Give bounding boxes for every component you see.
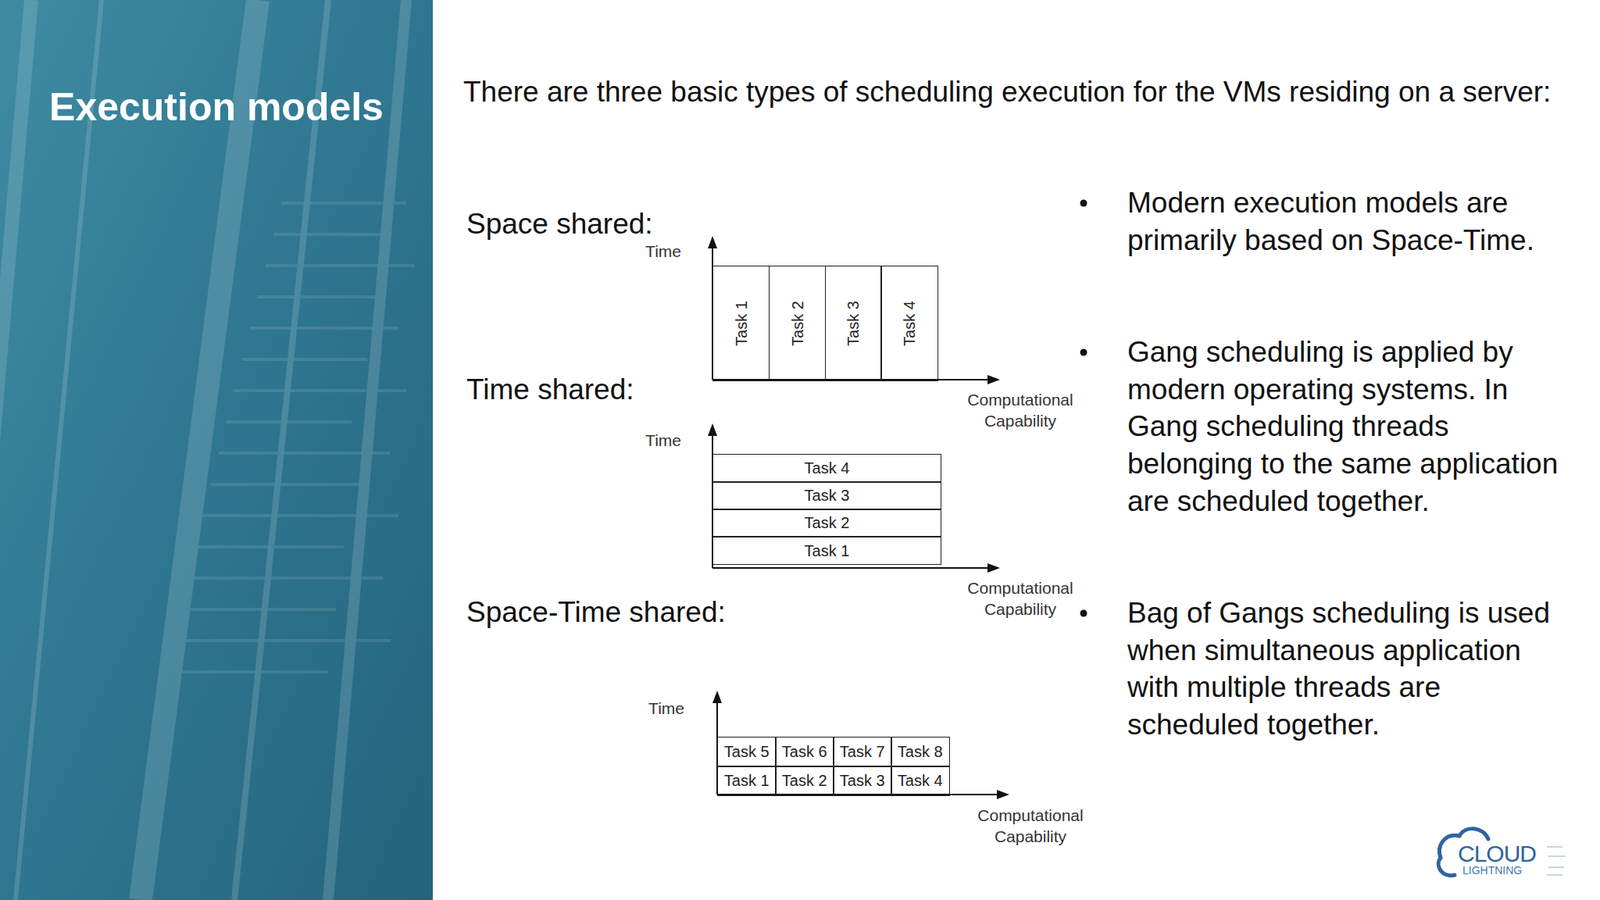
section-label: Space shared:: [466, 205, 654, 243]
task-cell: Task 3: [712, 481, 942, 511]
section-label: Space-Time shared:: [466, 593, 726, 631]
axes: [707, 235, 1010, 800]
logo-subtext: LIGHTNING: [1462, 864, 1522, 877]
task-label: Task 1: [733, 300, 750, 347]
bullet-text: Bag of Gangs scheduling is used when sim…: [1127, 594, 1561, 744]
section-label: Time shared:: [466, 371, 635, 408]
task-cell: Task 1: [717, 765, 777, 797]
task-label: Task 4: [804, 460, 850, 476]
task-label: Task 6: [782, 743, 828, 760]
task-cell: Task 1: [712, 265, 770, 382]
task-label: Task 3: [845, 300, 861, 347]
side-panel: [0, 0, 433, 900]
task-cell: Task 5: [717, 736, 777, 768]
axis-label: Time: [617, 429, 682, 451]
task-label: Task 8: [897, 743, 943, 760]
task-cell: Task 2: [775, 765, 835, 797]
logo-text: CLOUD: [1457, 840, 1536, 868]
task-cell: Task 8: [890, 736, 950, 768]
bullet-text: Modern execution models are primarily ba…: [1127, 184, 1561, 259]
logo-lines: [1546, 846, 1566, 875]
task-label: Task 2: [789, 300, 805, 347]
task-cell: Task 4: [890, 765, 950, 797]
task-cell: Task 4: [880, 265, 938, 382]
task-cell: Task 2: [712, 508, 942, 538]
task-cell: Task 4: [712, 453, 942, 483]
task-label: Task 2: [782, 772, 828, 789]
bullet-text: Gang scheduling is applied by modern ope…: [1127, 333, 1561, 521]
axis-label: Computational Capability: [953, 577, 1087, 620]
intro-text: There are three basic types of schedulin…: [463, 73, 1573, 111]
task-label: Task 3: [839, 772, 886, 789]
axis-label: Time: [617, 240, 682, 262]
bullet-dots: [1080, 200, 1088, 618]
task-label: Task 4: [901, 300, 918, 347]
panel-texture: [0, 0, 415, 900]
task-label: Task 3: [804, 487, 850, 504]
axis-label: Computational Capability: [953, 389, 1087, 432]
task-cell: Task 2: [768, 265, 826, 382]
task-cell: Task 6: [775, 736, 835, 768]
task-label: Task 2: [804, 514, 850, 531]
task-cell: Task 3: [825, 265, 883, 382]
task-label: Task 1: [804, 542, 850, 559]
task-label: Task 7: [839, 743, 886, 760]
task-cell: Task 3: [832, 765, 893, 797]
task-label: Task 1: [724, 772, 770, 789]
axis-label: Time: [620, 697, 685, 719]
task-cell: Task 7: [832, 736, 893, 768]
slide-title: Execution models: [0, 82, 433, 133]
task-label: Task 5: [724, 743, 770, 760]
task-label: Task 4: [897, 772, 943, 789]
task-cell: Task 1: [712, 535, 942, 565]
axis-label: Computational Capability: [964, 804, 1097, 847]
